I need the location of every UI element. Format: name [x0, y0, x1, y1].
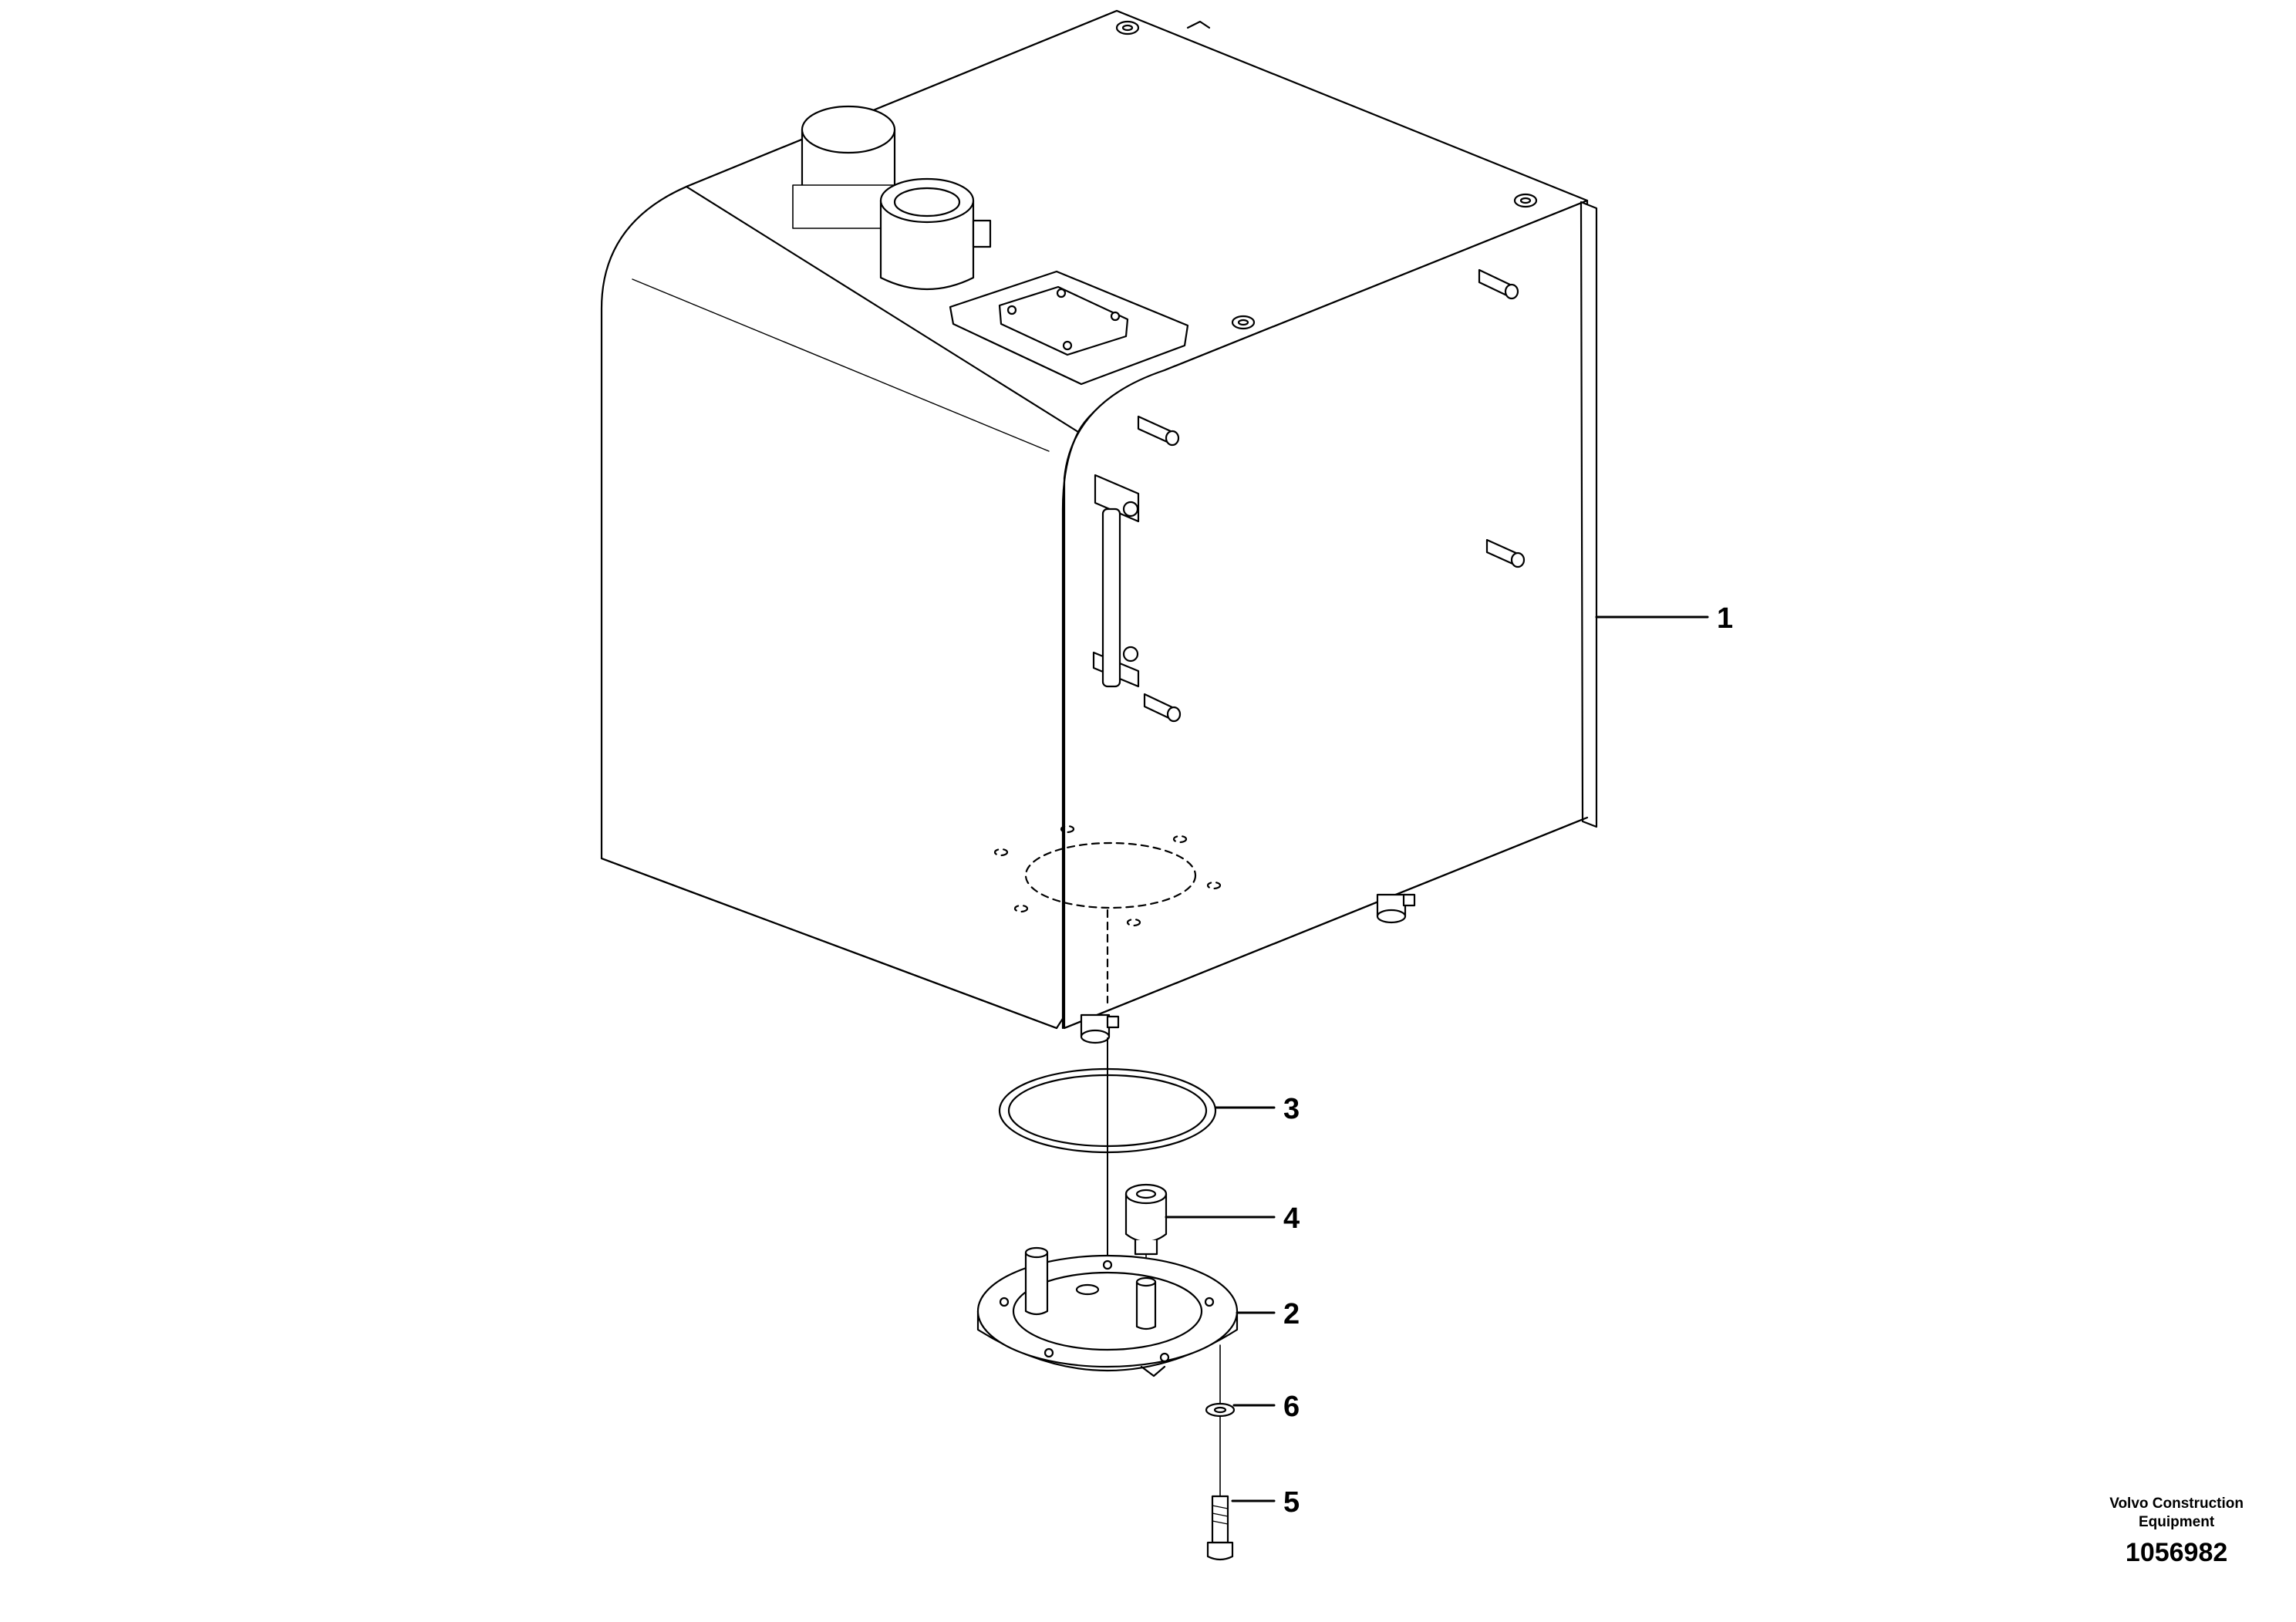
hydraulic-tank [600, 9, 1598, 1044]
drawing-number: 1056982 [2125, 1538, 2228, 1567]
leader-lines [1165, 615, 1709, 1502]
top-bolts [1115, 20, 1538, 330]
mounting-studs [1137, 268, 1526, 723]
valve [1124, 1183, 1168, 1287]
company-name-line2: Equipment [2139, 1514, 2215, 1530]
callout-3: 3 [1283, 1093, 1300, 1125]
callout-5: 5 [1283, 1486, 1300, 1519]
drain-fitting-right [1376, 893, 1416, 924]
o-ring [998, 1067, 1217, 1154]
breather-filter [792, 105, 903, 229]
drawing-caption: Volvo Construction Equipment 1056982 [2109, 1495, 2244, 1568]
callout-labels: 1 3 4 2 6 5 [1283, 602, 1733, 1519]
callout-1: 1 [1717, 602, 1733, 635]
company-name-line1: Volvo Construction [2109, 1496, 2244, 1512]
washer [1205, 1344, 1236, 1500]
tank-rear-flange [1580, 201, 1598, 828]
bottom-opening-hidden [993, 824, 1222, 1004]
callout-4: 4 [1283, 1202, 1300, 1235]
sight-glass [1092, 474, 1140, 688]
screw [1206, 1495, 1234, 1561]
filler-neck [879, 177, 992, 291]
drain-fitting-left [1080, 1013, 1120, 1044]
callout-6: 6 [1283, 1391, 1300, 1423]
tank-right-face [1063, 199, 1589, 1030]
callout-2: 2 [1283, 1298, 1300, 1330]
suction-flange [976, 1246, 1239, 1378]
inspection-cover [949, 270, 1189, 386]
